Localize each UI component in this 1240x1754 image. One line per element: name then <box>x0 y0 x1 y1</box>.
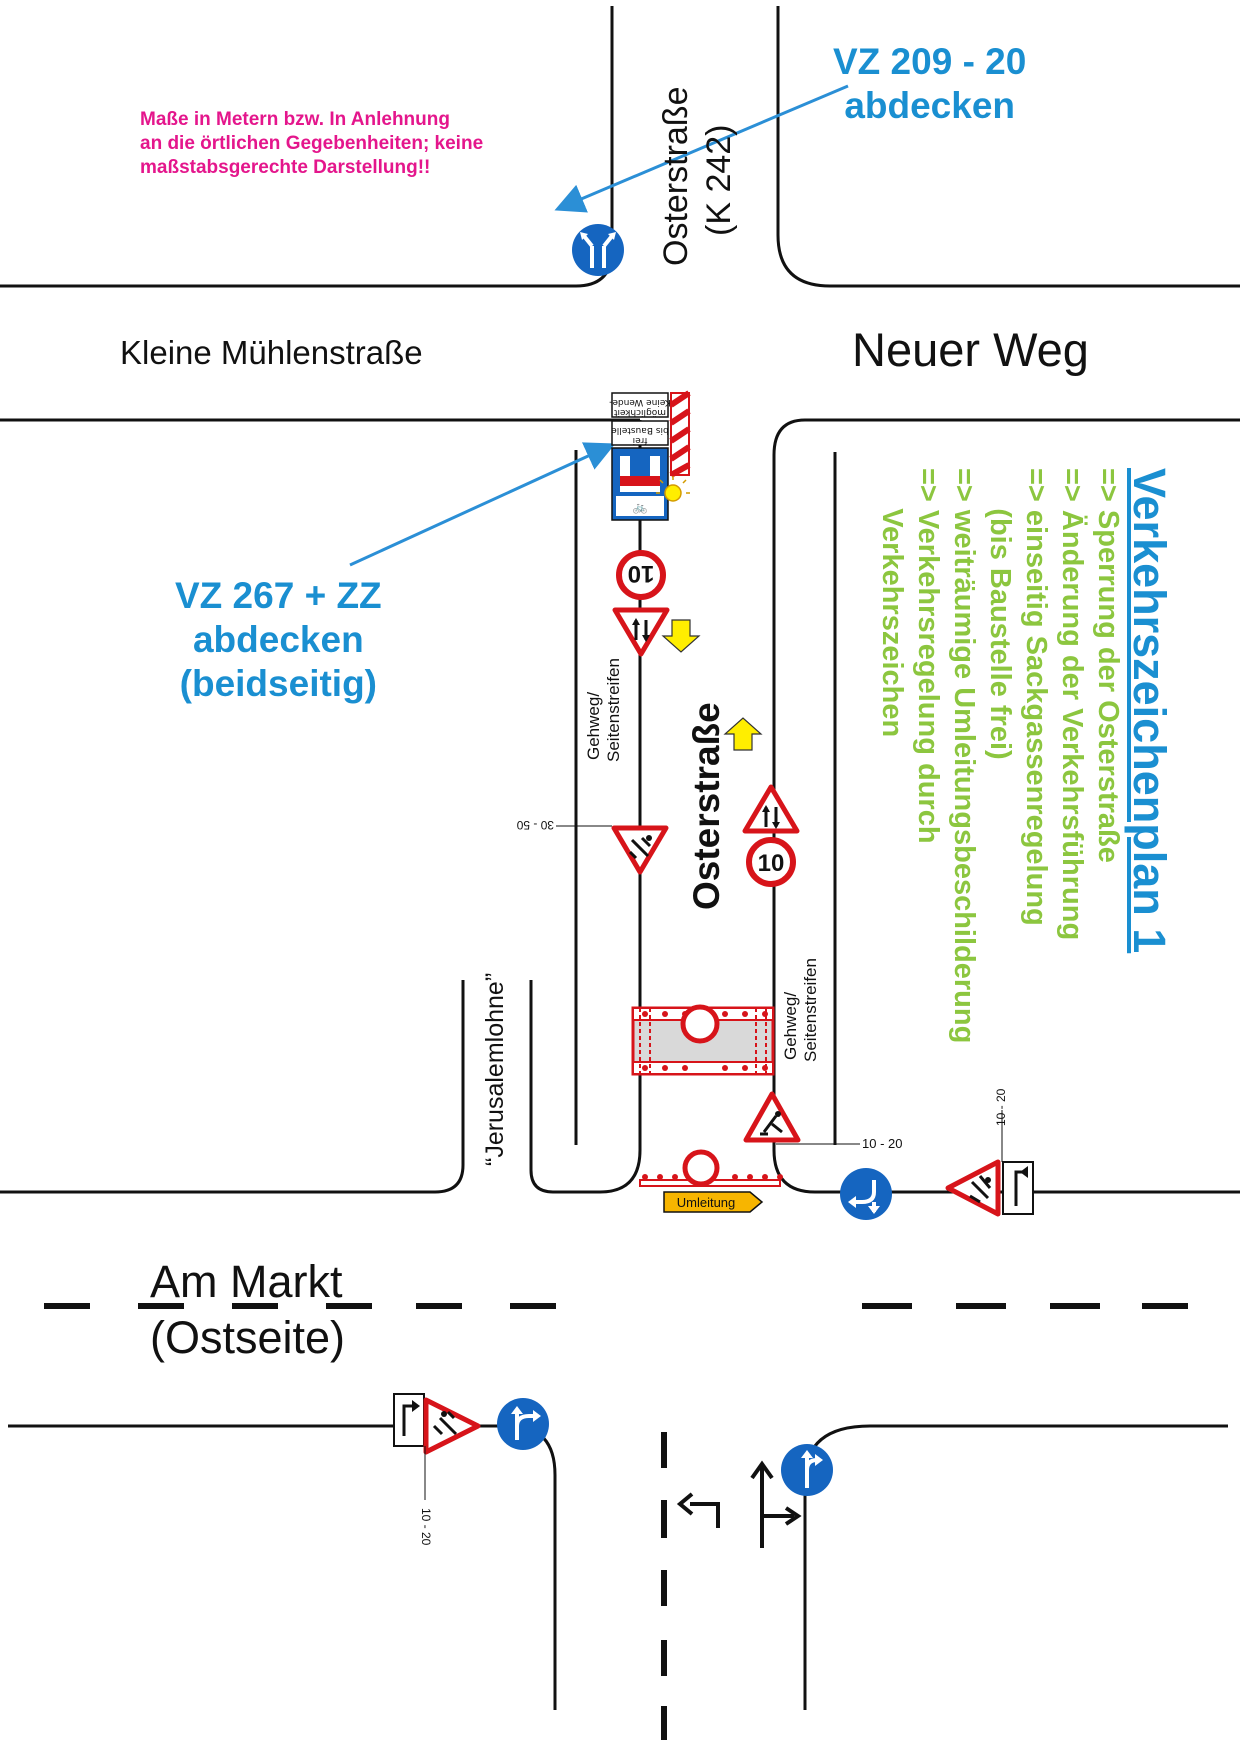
distance-label-work: 10 - 20 <box>862 1136 903 1151</box>
turn-plate-south <box>393 1393 425 1447</box>
plate-lower-text: bis Baustelle <box>611 425 669 435</box>
road-edge-east-lower <box>772 418 1240 1194</box>
legend: Verkehrszeichenplan 1 => Sperrung der Os… <box>874 468 1175 1044</box>
oncoming-traffic-sign-south-icon <box>742 784 800 834</box>
street-east-label: Neuer Weg <box>852 323 1089 376</box>
speed-limit-sign-south-icon: 10 <box>746 837 796 887</box>
svg-text:Umleitung: Umleitung <box>677 1195 736 1210</box>
road-closure-barrier <box>631 1004 775 1076</box>
svg-text:🚲: 🚲 <box>633 500 648 514</box>
roadworks-sign-south-icon <box>423 1397 481 1455</box>
legend-item: (bis Baustelle frei) <box>984 468 1016 760</box>
turn-plate-east <box>1002 1161 1034 1215</box>
blue-turn-sign-south-icon <box>497 1398 549 1450</box>
street-center-label: Osterstraße <box>686 702 727 910</box>
distance-label-south: 10 - 20 <box>419 1508 433 1546</box>
plate-upper-text: Keine Wende- <box>609 397 671 407</box>
lane-label-right-2: Seitenstreifen <box>801 958 820 1062</box>
lane-label-left-2: Seitenstreifen <box>604 658 623 762</box>
road-edge-south-west <box>8 1424 557 1710</box>
roadworks-sign-north-icon <box>611 825 669 875</box>
legend-item: Verkehrszeichen <box>876 468 908 738</box>
lane-label-right-1: Gehweg/ <box>781 991 800 1060</box>
blue-keep-sign-north-icon <box>572 224 624 276</box>
roadworks-sign-east-icon <box>945 1159 1001 1217</box>
callout-arrow-top <box>554 84 849 213</box>
road-edge-side-lane <box>0 980 465 1194</box>
legend-item: => einseitig Sackgassenregelung <box>1020 468 1052 926</box>
lane-label-left-1: Gehweg/ <box>584 691 603 760</box>
lane-arrows <box>676 1460 802 1548</box>
svg-text:10: 10 <box>628 560 655 587</box>
no-entry-sign-upper-icon <box>680 1004 720 1044</box>
street-west-label: Kleine Mühlenstraße <box>120 334 423 371</box>
street-north-sub-label: (K 242) <box>700 124 738 237</box>
svg-text:frei: frei <box>633 435 648 445</box>
scale-note: Maße in Metern bzw. In Anlehnung an die … <box>140 109 484 178</box>
blue-pass-sign-east-icon <box>840 1168 892 1220</box>
street-south-label: Am Markt <box>150 1256 343 1307</box>
street-north-label: Osterstraße <box>657 86 695 266</box>
callout-arrow-middle <box>349 442 616 567</box>
legend-item: => Verkehrsregelung durch <box>912 468 944 844</box>
lower-barrier <box>639 1149 783 1187</box>
distance-label-east: 10 - 20 <box>994 1088 1008 1126</box>
road-edge-north-east <box>776 6 1240 288</box>
svg-text:10: 10 <box>758 850 785 877</box>
legend-item: => Sperrung der Osterstraße <box>1092 468 1124 863</box>
legend-title: Verkehrszeichenplan 1 <box>1124 468 1175 954</box>
no-entry-sign-lower-icon <box>682 1149 720 1187</box>
legend-item: => Änderung der Verkehrsführung <box>1056 468 1088 941</box>
oncoming-traffic-sign-north-icon <box>612 607 670 657</box>
sign-stack-dead-end: 🚲 <box>611 390 691 521</box>
blue-straight-right-sign-icon <box>781 1444 833 1496</box>
svg-text:möglichkeit: möglichkeit <box>613 407 666 417</box>
road-edge-center-west <box>529 420 642 1194</box>
road-edge-south-east <box>803 1424 1228 1710</box>
roadworks-sign-right-icon <box>743 1091 801 1143</box>
side-lane-label: “Jerusalemlohne” <box>481 972 509 1166</box>
legend-item: => weiträumige Umleitungsbeschilderung <box>948 468 980 1044</box>
street-south-sub-label: (Ostseite) <box>150 1312 346 1363</box>
callout-middle-label: VZ 267 + ZZ abdecken (beidseitig) <box>175 575 382 704</box>
callout-top-label: VZ 209 - 20 abdecken <box>833 41 1027 126</box>
distance-label-left: 30 - 50 <box>516 818 554 832</box>
detour-sign: Umleitung <box>663 1191 764 1213</box>
speed-limit-sign-north-icon: 10 <box>616 550 666 600</box>
yellow-arrow-up-icon <box>723 717 763 751</box>
yellow-arrow-down-icon <box>661 619 701 653</box>
left-turn-arrow <box>690 1502 720 1528</box>
